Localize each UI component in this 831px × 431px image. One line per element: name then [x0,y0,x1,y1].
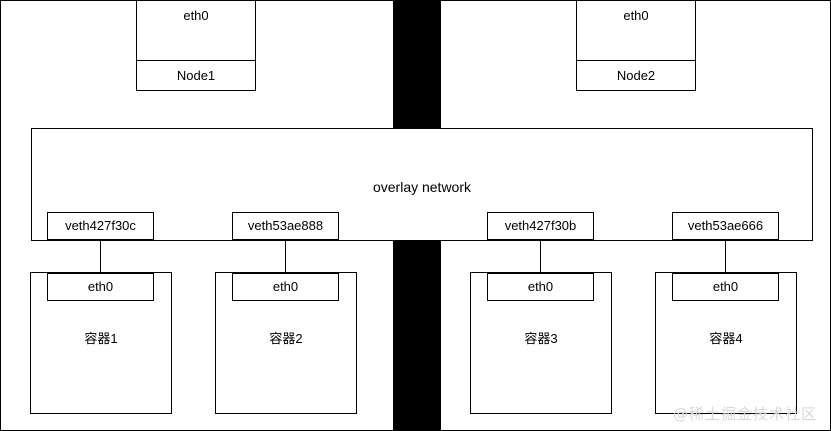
container3-eth0-label: eth0 [527,279,554,295]
container4-label: 容器4 [709,331,743,346]
container4-eth0-box: eth0 [672,273,779,301]
node2-box: Node2 [576,60,696,91]
node2-label: Node2 [616,67,656,83]
connector-veth4-container4 [725,240,726,273]
container3-label: 容器3 [524,331,558,346]
container2-eth0-box: eth0 [232,273,339,301]
veth-box-veth427f30c: veth427f30c [47,212,154,240]
node2-eth0-label: eth0 [623,8,649,24]
container1-eth0-label: eth0 [87,279,114,295]
container1-eth0-box: eth0 [47,273,154,301]
container3-eth0-box: eth0 [487,273,594,301]
veth-label-veth53ae888: veth53ae888 [247,218,324,234]
overlay-network-box: overlay network [31,128,813,241]
node1-label: Node1 [176,67,216,83]
network-separator-bar-bottom [393,241,441,430]
connector-veth2-container2 [285,240,286,273]
overlay-network-label: overlay network [372,179,472,195]
veth-label-veth427f30b: veth427f30b [504,218,577,234]
network-separator-bar-top [393,1,441,128]
node1-eth0-box: eth0 [136,1,256,61]
container1-label: 容器1 [84,331,118,346]
watermark-text: @稀土掘金技术社区 [673,405,818,423]
connector-veth3-container3 [540,240,541,273]
node2-eth0-box: eth0 [576,1,696,61]
veth-box-veth53ae666: veth53ae666 [672,212,779,240]
node1-eth0-label: eth0 [183,8,209,24]
container4-eth0-label: eth0 [712,279,739,295]
container2-label: 容器2 [269,331,303,346]
veth-box-veth53ae888: veth53ae888 [232,212,339,240]
veth-label-veth53ae666: veth53ae666 [687,218,764,234]
veth-label-veth427f30c: veth427f30c [65,218,136,234]
node1-box: Node1 [136,60,256,91]
veth-box-veth427f30b: veth427f30b [487,212,594,240]
connector-veth1-container1 [100,240,101,273]
container2-eth0-label: eth0 [272,279,299,295]
